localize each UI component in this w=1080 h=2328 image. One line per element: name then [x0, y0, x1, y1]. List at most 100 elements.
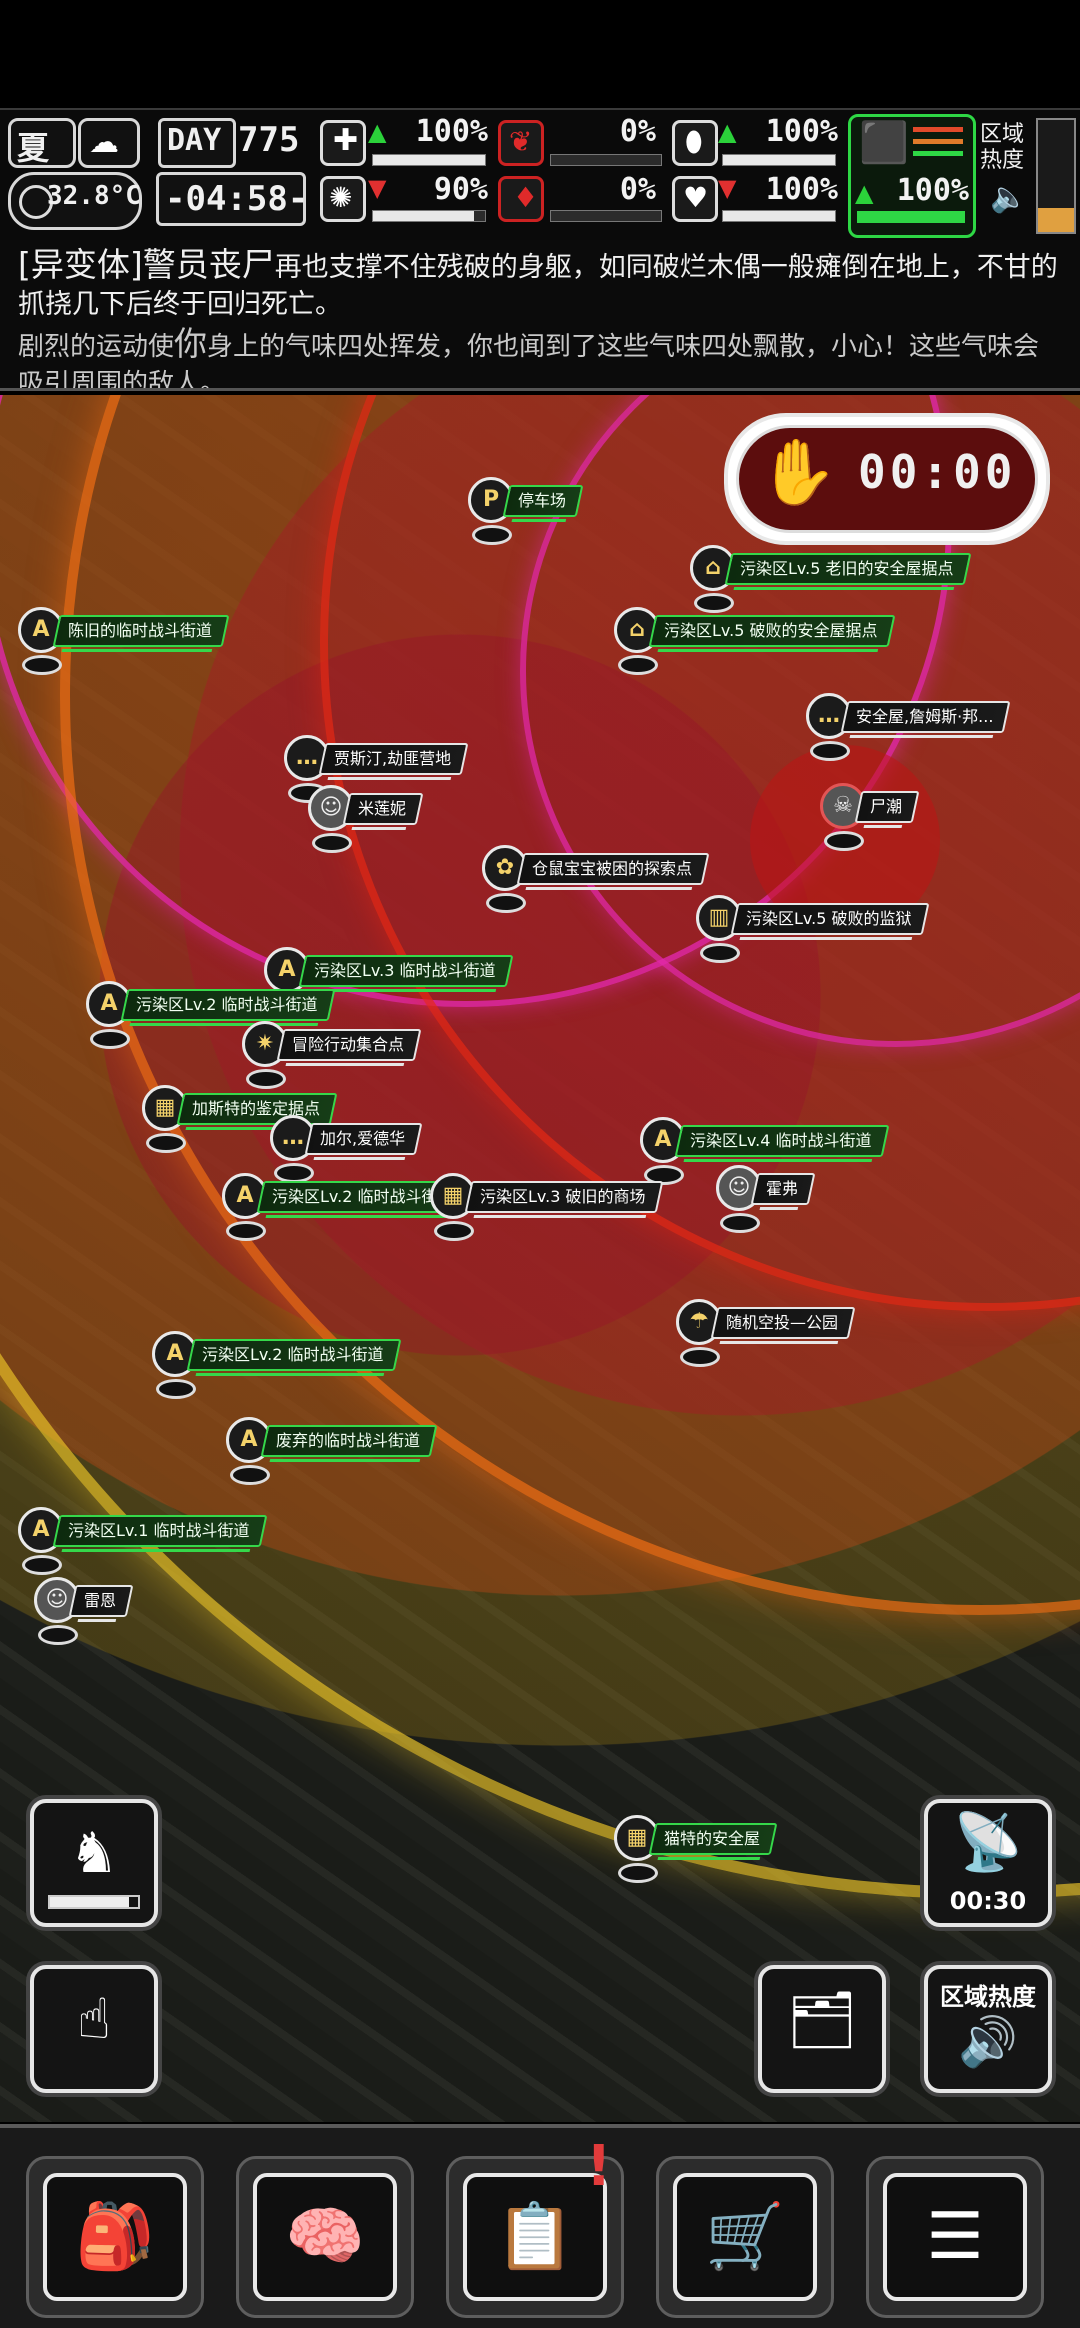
region-heat-label: 区域热度 [980, 122, 1025, 173]
energy-up-arrow-icon: ▲ [718, 118, 737, 146]
marker-label-text: 污染区Lv.2 临时战斗街道 [136, 995, 318, 1014]
marker-base [618, 655, 658, 675]
marker-pin-icon: ▦ [614, 1815, 660, 1861]
marker-label-text: 雷恩 [84, 1591, 117, 1610]
thermometer-icon [19, 185, 53, 219]
health-up-arrow-icon: ▲ [368, 118, 387, 146]
shop-button[interactable]: 🛒 [656, 2156, 834, 2318]
event-log: [异变体]警员丧尸再也支撑不住残破的身躯，如同破烂木偶一般瘫倒在地上，不甘的抓挠… [0, 240, 1080, 391]
medkit-icon: ✚ [320, 120, 366, 166]
marker-pin-icon: A [152, 1331, 198, 1377]
marker-base [312, 833, 352, 853]
marker-label-text: 污染区Lv.2 临时战斗街道 [202, 1345, 384, 1364]
marker-label: 污染区Lv.5 老旧的安全屋据点 [724, 553, 971, 585]
boot-icon: ⬛ [859, 120, 909, 166]
marker-label-text: 停车场 [518, 491, 567, 510]
stamina-value: 100% [896, 173, 969, 208]
marker-label: 污染区Lv.5 破败的安全屋据点 [648, 615, 895, 647]
event-text-2b: 身上的气味四处挥发，你也闻到了这些气味四处飘散，小心！这些气味会吸引周围的敌人。 [18, 332, 1040, 391]
marker-base [274, 1163, 314, 1183]
notebook-icon: 📋 [463, 2173, 607, 2301]
marker-label: 加尔,爱德华 [304, 1123, 423, 1155]
mount-button[interactable]: ♞ [30, 1799, 158, 1927]
medical-folder-button[interactable]: 🗂 [758, 1965, 886, 2093]
stamina-up-arrow-icon: ▲ [855, 179, 874, 207]
marker-label-text: 污染区Lv.4 临时战斗街道 [690, 1131, 872, 1150]
marker-label-text: 废弃的临时战斗街道 [276, 1431, 421, 1450]
satellite-dish-icon: 📡 [953, 1810, 1023, 1875]
list-menu-icon: ☰ [883, 2173, 1027, 2301]
marker-base [618, 1863, 658, 1883]
marker-base [694, 593, 734, 613]
marker-label-text: 污染区Lv.2 临时战斗街道 [272, 1187, 454, 1206]
marker-base [644, 1165, 684, 1185]
mental-value: 90% [433, 172, 488, 207]
skills-button[interactable]: 🧠 [236, 2156, 414, 2318]
season-badge: 夏 [8, 118, 76, 168]
countdown-timer: ✋ 00:00 [724, 413, 1050, 545]
radar-button[interactable]: 📡 00:30 [924, 1799, 1052, 1927]
region-heat-button[interactable]: 区域热度 🔊 [924, 1965, 1052, 2093]
marker-label-text: 随机空投—公园 [726, 1313, 839, 1332]
brain-head-icon: 🧠 [253, 2173, 397, 2301]
marker-base [38, 1625, 78, 1645]
cart-icon: 🛒 [673, 2173, 817, 2301]
marker-base [472, 525, 512, 545]
marker-label-text: 安全屋,詹姆斯·邦... [856, 707, 994, 726]
marker-base [226, 1221, 266, 1241]
marker-label-text: 污染区Lv.1 临时战斗街道 [68, 1521, 250, 1540]
marker-label-text: 米莲妮 [358, 799, 407, 818]
marker-base [434, 1221, 474, 1241]
marker-label: 仓鼠宝宝被困的探索点 [516, 853, 710, 885]
status-hud: 夏 ☁ 32.8°C DAY 775 -04:58- ✚ ▲ 100% ✺ ▼ … [0, 108, 1080, 242]
tasks-alert-badge: ! [586, 2134, 612, 2199]
mood-bar [722, 210, 836, 222]
marker-label: 猫特的安全屋 [648, 1823, 778, 1855]
marker-base [246, 1069, 286, 1089]
backpack-button[interactable]: 🎒 [26, 2156, 204, 2318]
radar-time: 00:30 [949, 1887, 1027, 1915]
marker-base [700, 943, 740, 963]
marker-label-text: 冒险行动集合点 [292, 1035, 405, 1054]
menu-button[interactable]: ☰ [866, 2156, 1044, 2318]
marker-label: 霍弗 [750, 1173, 816, 1205]
marker-label: 停车场 [502, 485, 584, 517]
region-heat-button-label: 区域热度 [940, 1983, 1036, 2011]
stamina-bar [857, 211, 965, 223]
season-text: 夏 [17, 129, 50, 167]
zombie-hand-icon: ✋ [758, 436, 838, 510]
marker-label-text: 霍弗 [766, 1179, 799, 1198]
speaker-flag-icon: 🔊 [958, 2014, 1018, 2070]
marker-label: 冒险行动集合点 [276, 1029, 422, 1061]
stamina-panel: ⬛ ▲ 100% [848, 114, 976, 238]
marker-label: 污染区Lv.3 临时战斗街道 [298, 955, 513, 987]
marker-label-text: 加尔,爱德华 [320, 1129, 406, 1148]
backpack-icon: 🎒 [43, 2173, 187, 2301]
action-button[interactable]: ☝ [30, 1965, 158, 2093]
marker-label-text: 污染区Lv.5 老旧的安全屋据点 [740, 559, 954, 578]
marker-label-text: 污染区Lv.3 破旧的商场 [480, 1187, 646, 1206]
marker-label: 污染区Lv.3 破旧的商场 [464, 1181, 663, 1213]
tasks-button[interactable]: 📋 [446, 2156, 624, 2318]
marker-base [156, 1379, 196, 1399]
timer-value: 00:00 [858, 445, 1017, 499]
marker-base [720, 1213, 760, 1233]
marker-label-text: 贾斯汀,劫匪营地 [334, 749, 452, 768]
marker-label: 加斯特的鉴定据点 [176, 1093, 338, 1125]
marker-label-text: 陈旧的临时战斗街道 [68, 621, 213, 640]
weather-cloud-icon: ☁ [78, 118, 140, 168]
marker-label-text: 猫特的安全屋 [664, 1829, 761, 1848]
speaker-icon: 🔈 [990, 180, 1028, 215]
health-value: 100% [415, 114, 488, 149]
marker-base [824, 831, 864, 851]
hunger-bar [550, 154, 662, 166]
marker-label: 废弃的临时战斗街道 [260, 1425, 438, 1457]
marker-label: 随机空投—公园 [710, 1307, 856, 1339]
horse-icon: ♞ [68, 1821, 120, 1886]
pill-icon: ⬮ [672, 120, 718, 166]
marker-base [90, 1029, 130, 1049]
event-subject: [异变体]警员丧尸 [18, 245, 275, 284]
temperature-text: 32.8°C [47, 181, 141, 211]
mood-value: 100% [765, 172, 838, 207]
